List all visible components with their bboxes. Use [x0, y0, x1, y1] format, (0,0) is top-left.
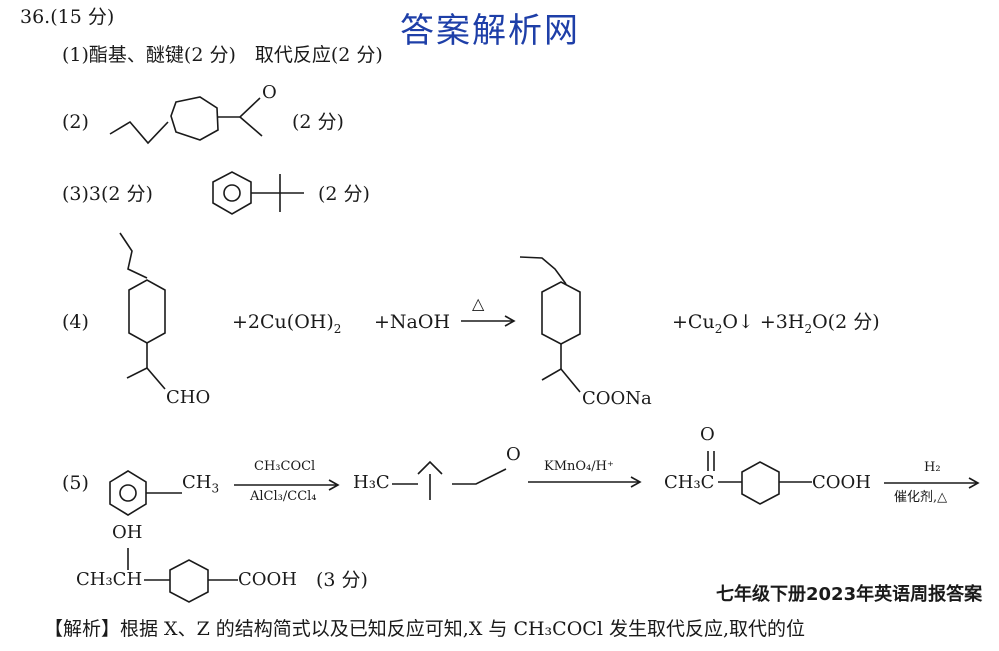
ketone-oxygen-label: O	[262, 82, 277, 103]
question-number: 36.(15 分)	[20, 6, 115, 28]
carboxylic-acid-label: COOH	[812, 472, 871, 493]
part-4-product-structure	[519, 256, 581, 393]
answer-part-5-score: (3 分)	[316, 569, 368, 591]
sodium-carboxylate-label: COONa	[582, 388, 652, 409]
step-3-reagent: H₂	[924, 460, 941, 475]
reaction-arrow-5c	[884, 477, 980, 489]
alcohol-group-label: CH₃CH	[76, 569, 143, 590]
aldehyde-group-label: CHO	[166, 387, 211, 408]
reaction-arrow-4	[461, 315, 516, 327]
overlay-caption: 七年级下册2023年英语周报答案	[716, 584, 983, 605]
intermediate-oxygen-label: O	[506, 444, 521, 465]
step-2-reagent: KMnO₄/H⁺	[544, 459, 614, 474]
answer-part-2-score: (2 分)	[292, 111, 344, 133]
part-5-toluene-ring	[109, 470, 182, 516]
hydroxy-label: OH	[112, 522, 143, 543]
part-5-intermediate-structure	[392, 460, 507, 500]
acetyl-label: CH₃C	[664, 472, 715, 493]
answer-part-3-score: (2 分)	[318, 183, 370, 205]
answer-part-4-label: (4)	[62, 311, 89, 333]
analysis-text: 【解析】根据 X、Z 的结构简式以及已知反应可知,X 与 CH₃COCl 发生取…	[44, 618, 805, 640]
answer-part-3-label: (3)3(2 分)	[62, 183, 153, 205]
step-1-condition: AlCl₃/CCl₄	[250, 489, 317, 504]
answer-part-1: (1)酯基、醚键(2 分) 取代反应(2 分)	[62, 44, 383, 66]
step-3-condition: 催化剂,△	[894, 490, 948, 505]
reaction-arrow-5b	[528, 476, 642, 488]
part-5-keto-acid-structure	[707, 451, 812, 505]
reagent-naoh: +NaOH	[374, 311, 451, 333]
reaction-arrow-5a	[234, 479, 340, 491]
watermark-logo: 答案解析网	[400, 11, 580, 51]
answer-part-2-label: (2)	[62, 111, 89, 133]
reaction-4-products: +Cu2O↓ +3H2O(2 分)	[672, 311, 880, 336]
final-acid-label: COOH	[238, 569, 297, 590]
methyl-group-label: CH3	[182, 472, 220, 496]
answer-part-5-label: (5)	[62, 472, 89, 494]
intermediate-methyl-label: H₃C	[353, 472, 390, 493]
part-3-structure	[212, 171, 304, 215]
heat-condition-symbol: △	[472, 294, 485, 313]
reagent-copper-hydroxide: +2Cu(OH)2	[232, 311, 342, 336]
keto-oxygen-label: O	[700, 424, 715, 445]
part-2-structure	[109, 96, 263, 145]
step-1-reagent: CH₃COCl	[254, 459, 316, 474]
part-5-final-structure	[127, 548, 238, 603]
part-4-reactant-structure	[119, 232, 166, 390]
